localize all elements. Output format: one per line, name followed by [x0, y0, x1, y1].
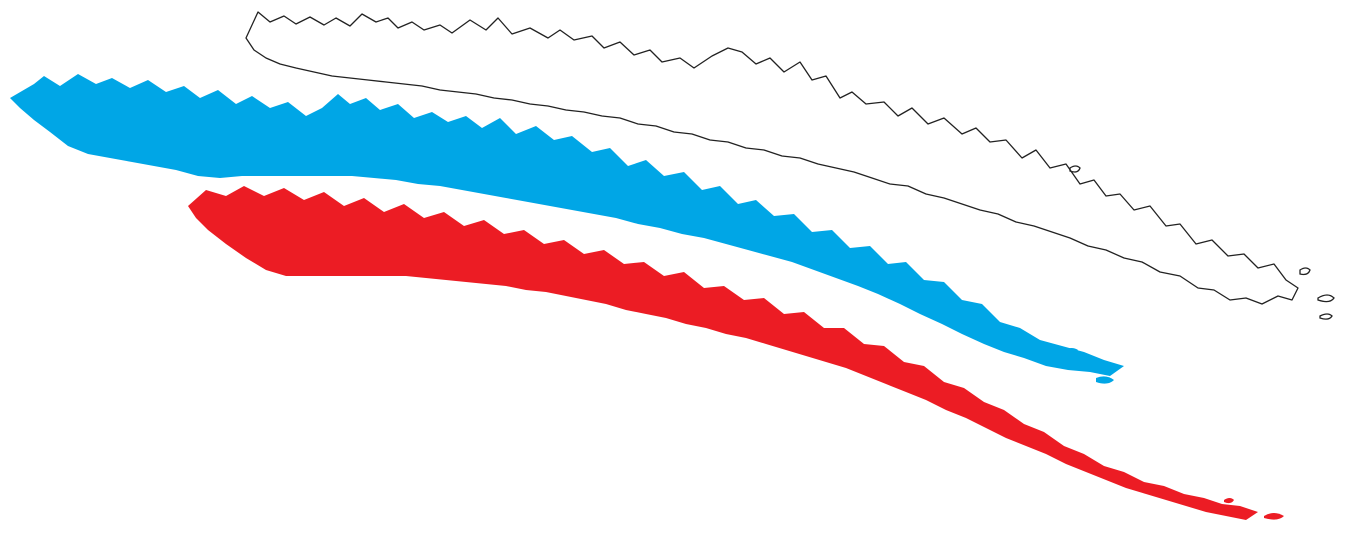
island-red-islet-2 — [1224, 498, 1234, 504]
island-red-islet-1 — [1264, 513, 1284, 520]
island-outline-islet-2 — [1317, 294, 1335, 303]
island-outline-islet-1 — [1299, 267, 1311, 276]
island-outline — [245, 11, 1335, 320]
island-outline-islet-3 — [1319, 313, 1333, 320]
island-red — [188, 186, 1284, 520]
island-outline-islet-4 — [1069, 165, 1081, 173]
island-outline-main — [245, 11, 1299, 305]
island-red-main — [188, 186, 1258, 520]
island-blue-islet-1 — [1096, 376, 1114, 384]
island-blue-main — [10, 74, 1124, 376]
island-blue-islet-2 — [1064, 348, 1078, 354]
island-blue — [10, 74, 1124, 384]
